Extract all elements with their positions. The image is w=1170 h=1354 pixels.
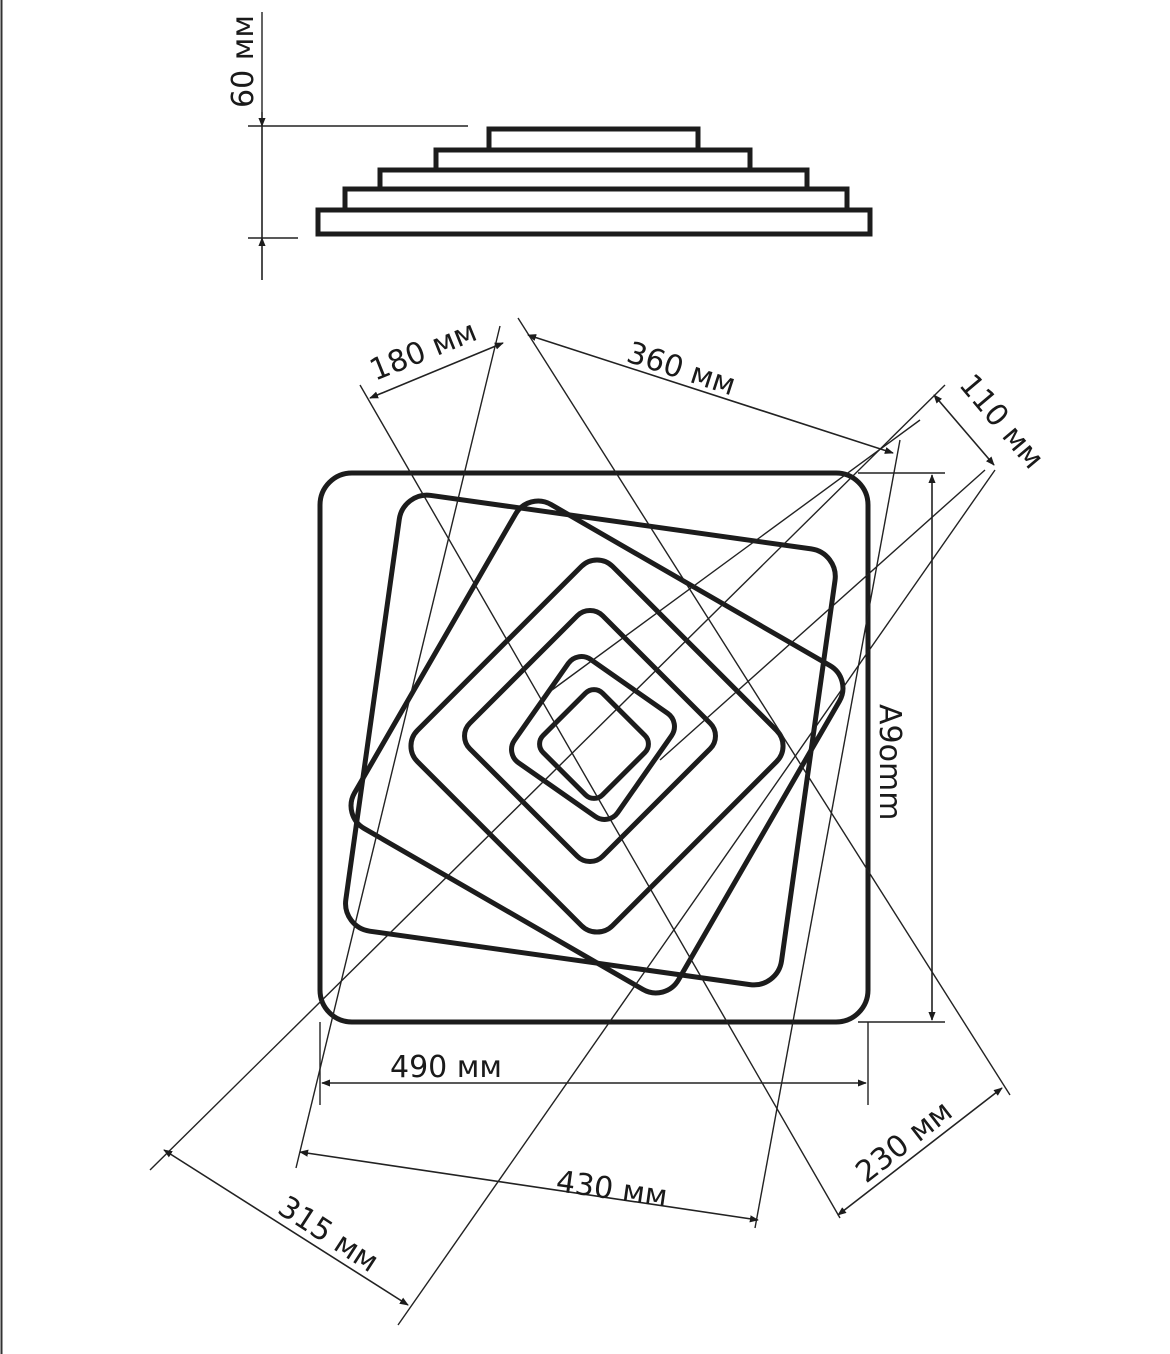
dim-360 — [527, 334, 894, 454]
label-180: 180 мм — [365, 314, 482, 388]
side-tier-2 — [433, 147, 753, 173]
dim-230 — [837, 1087, 1003, 1216]
height-label: 60 мм — [226, 15, 261, 108]
label-110: 110 мм — [952, 368, 1051, 476]
dim-180 — [369, 342, 504, 399]
side-tier-4 — [342, 186, 850, 213]
side-tier-3 — [377, 167, 810, 192]
label-360: 360 мм — [623, 335, 740, 403]
label-315: 315 мм — [272, 1189, 385, 1279]
side-tier-1 — [486, 126, 701, 153]
label-490: 490 мм — [390, 1050, 502, 1085]
ext-line-110-a — [551, 419, 921, 691]
frame-110 — [537, 687, 651, 801]
side-view: 60 мм — [226, 12, 873, 280]
dim-430 — [299, 1149, 759, 1223]
ext-line-180-a — [359, 384, 841, 1219]
frame-180 — [509, 654, 677, 822]
label-430: 430 мм — [554, 1164, 670, 1214]
ext-line-360-a — [517, 317, 1011, 1096]
outer-frame-490 — [317, 470, 871, 1025]
label-230: 230 мм — [849, 1094, 959, 1191]
frame-430 — [343, 492, 838, 988]
label-490-vertical: A9omm — [872, 704, 907, 820]
side-tier-5 — [315, 207, 873, 237]
frame-360 — [348, 498, 846, 996]
ext-line-315-a — [149, 384, 946, 1171]
ext-line-180-b — [295, 325, 501, 1169]
frame-315 — [408, 557, 786, 935]
top-view: 180 мм 360 мм 110 мм A9omm 490 мм 430 мм… — [149, 314, 1051, 1326]
dim-315 — [163, 1149, 409, 1306]
ext-line-360-b — [754, 439, 901, 1229]
dim-110 — [933, 394, 995, 466]
